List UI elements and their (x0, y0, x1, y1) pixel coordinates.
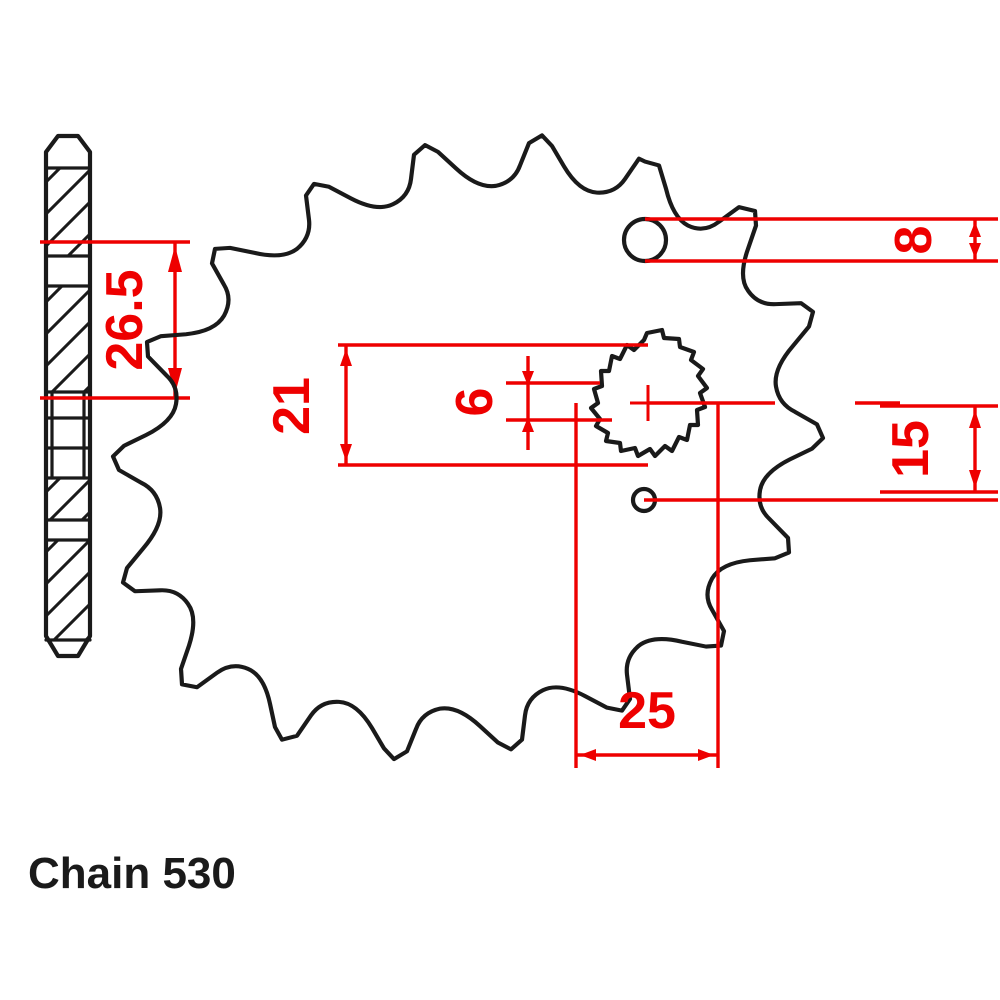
dimension-label-15: 15 (882, 420, 940, 478)
dimension-label-26-5: 26.5 (96, 269, 154, 370)
dimension-tooth-height-15: 15 (880, 404, 998, 494)
dimension-root-span-21: 21 (263, 343, 648, 467)
face-view: 8 15 21 6 (110, 133, 998, 768)
side-profile-steps (44, 166, 92, 642)
sprocket-teeth-outline (110, 133, 826, 762)
dimension-bolt-hole-8: 8 (645, 217, 998, 263)
chain-caption: Chain 530 (28, 849, 236, 898)
dimension-label-6: 6 (446, 388, 504, 417)
side-section-view: 26.5 (40, 133, 190, 659)
dimension-bore-25: 25 (574, 403, 720, 768)
spline-bore-outline (588, 327, 710, 459)
dimension-label-8: 8 (885, 226, 943, 255)
section-hatching (44, 168, 92, 640)
dimension-label-21: 21 (263, 377, 321, 435)
dimension-thickness-26-5: 26.5 (40, 240, 190, 400)
bolt-hole-upper (621, 216, 669, 264)
dimension-label-25: 25 (618, 682, 676, 740)
dimension-spline-depth-6: 6 (446, 356, 612, 450)
